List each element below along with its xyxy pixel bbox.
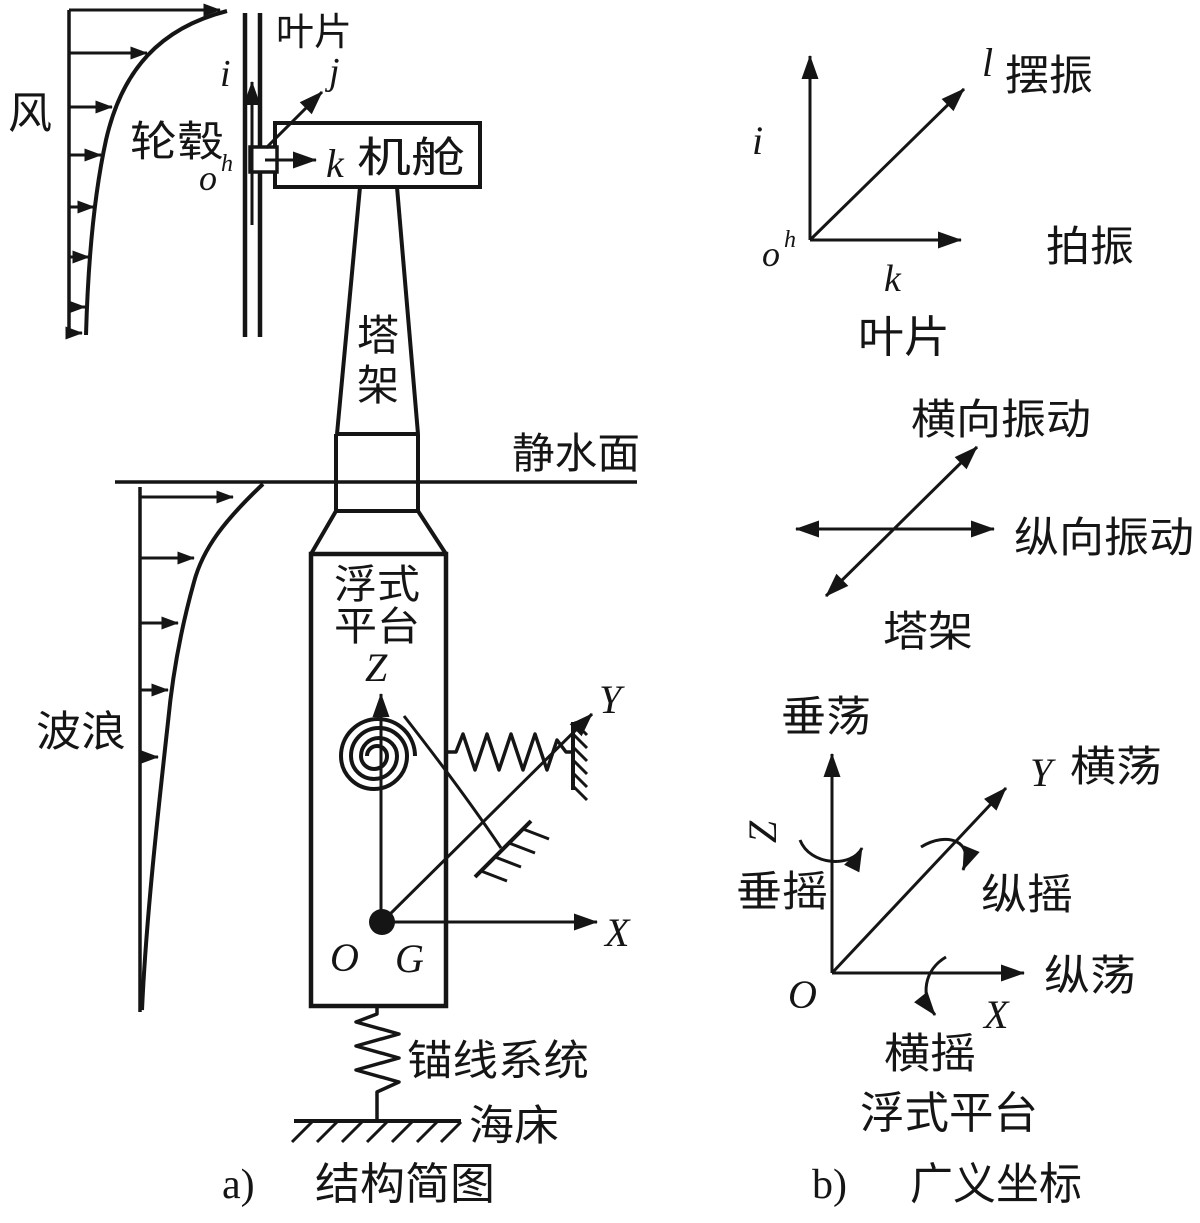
axis-i-label: i [220,53,231,95]
axis-j-label: j [324,51,340,93]
caption-a-text: 结构简图 [315,1160,495,1209]
still-water-label: 静水面 [512,432,640,478]
blade-axis-i-label: i [752,118,763,163]
axis-x-label: X [603,910,631,955]
wave-profile: 波浪 [36,482,265,1012]
platform-label-line2: 平台 [334,604,420,649]
axis-y-label: Y [599,677,625,722]
caption-a-id: a) [222,1162,255,1208]
platform-axis-x-label: X [982,992,1010,1037]
tower-flare-right [416,509,448,556]
blade-axis-l-label: l [982,40,993,85]
gravity-G-label: G [395,936,424,981]
blade-axis-k-label: k [884,258,902,300]
panel-b-generalized-coordinates: i l k o h 摆振 拍振 叶片 横向振动 纵向振动 塔架 垂荡 Z [736,40,1194,1209]
wind-label: 风 [8,89,52,138]
flapwise-label: 拍振 [1046,225,1134,271]
blade-coordinate-diagram: i l k o h 摆振 拍振 叶片 [752,40,1134,362]
tower-flare-left [309,509,338,556]
roll-label: 横摇 [884,1032,976,1078]
axis-j-arrow [264,90,324,150]
mooring-label: 锚线系统 [407,1039,589,1085]
inclined-anchor-support [473,819,550,883]
wave-label: 波浪 [36,709,126,756]
lateral-vibration-label: 横向振动 [911,398,1091,444]
tower-side-left [335,186,362,435]
heave-label: 垂荡 [781,695,871,741]
wind-profile: 风 [8,3,228,340]
platform-diagram-title: 浮式平台 [860,1089,1038,1138]
tower-label-char1: 塔 [357,314,399,360]
nacelle: 机舱 [273,121,482,189]
sway-label: 横荡 [1070,745,1162,791]
caption-a: a) 结构简图 [222,1160,495,1209]
mooring-spring-icon [354,1006,401,1120]
platform-axis-z-label: Z [740,820,785,843]
surge-label: 纵荡 [1044,954,1136,1000]
axis-z-label: Z [365,645,388,690]
lateral-spring-support [446,720,589,802]
platform-coordinate-diagram: 垂荡 Z 垂摇 Y 横荡 纵摇 纵荡 X 横摇 O 浮式平台 [736,695,1162,1138]
mooring-system: 锚线系统 [354,1006,589,1120]
tower-lateral-arrow [824,445,979,598]
spring-wall-hatching [572,720,589,802]
tower-side-right [395,186,420,435]
torsional-spring-spiral-icon [338,717,417,791]
floating-platform: 浮式 平台 Z Y X O G [308,551,631,1009]
yaw-rotation-arc-icon [798,839,864,873]
caption-b-text: 广义坐标 [910,1160,1082,1209]
center-of-gravity-dot [369,909,395,935]
longitudinal-vibration-label: 纵向振动 [1014,516,1194,562]
hub-origin-label: o [199,158,217,198]
hub-origin-superscript: h [221,151,233,177]
blade-origin-label: o [762,234,780,274]
hub-label: 轮毂 [130,120,224,166]
seabed-label: 海床 [469,1104,559,1150]
blade: 叶片 [242,12,352,337]
wave-profile-envelope [140,482,265,1011]
wind-velocity-arrows [65,3,221,340]
platform-label-line1: 浮式 [334,562,420,607]
blade-axis-l-arrow [808,87,966,242]
blade-diagram-title: 叶片 [858,313,950,362]
axis-y-arrow [380,712,594,924]
blade-label: 叶片 [276,12,352,54]
hub-coordinate-frame: i j k 轮毂 o h [130,51,345,225]
blade-origin-superscript: h [784,227,796,253]
caption-b: b) 广义坐标 [812,1160,1082,1209]
roll-rotation-arc-icon [914,955,947,1016]
anchor-wall-line [473,819,533,879]
nacelle-label: 机舱 [357,135,465,182]
platform-axis-y-label: Y [1030,750,1056,795]
origin-O-label: O [330,935,359,980]
yaw-label: 垂摇 [736,870,828,916]
edgewise-label: 摆振 [1005,54,1093,100]
panel-a-structure-schematic: 风 叶片 机舱 i j k 轮毂 o h [8,3,640,1209]
wave-velocity-arrows [140,490,234,764]
tower: 塔 架 [309,186,448,556]
wind-profile-envelope [84,9,228,336]
tower-coordinate-diagram: 横向振动 纵向振动 塔架 [795,398,1194,656]
caption-b-id: b) [812,1162,847,1208]
axis-k-label: k [326,141,345,186]
tower-label-char2: 架 [357,364,399,410]
pitch-rotation-arc-icon [920,837,980,871]
pitch-label: 纵摇 [981,873,1073,919]
seabed: 海床 [290,1104,559,1150]
seabed-hatching [290,1120,463,1144]
anchor-cable-line [402,715,503,849]
spring-zigzag-icon [446,732,572,772]
platform-origin-label: O [788,972,817,1017]
platform-axis-y-arrow [830,786,1008,975]
anchor-wall-hatching [480,827,550,883]
still-water-surface: 静水面 [115,432,640,484]
tower-diagram-title: 塔架 [883,610,973,656]
